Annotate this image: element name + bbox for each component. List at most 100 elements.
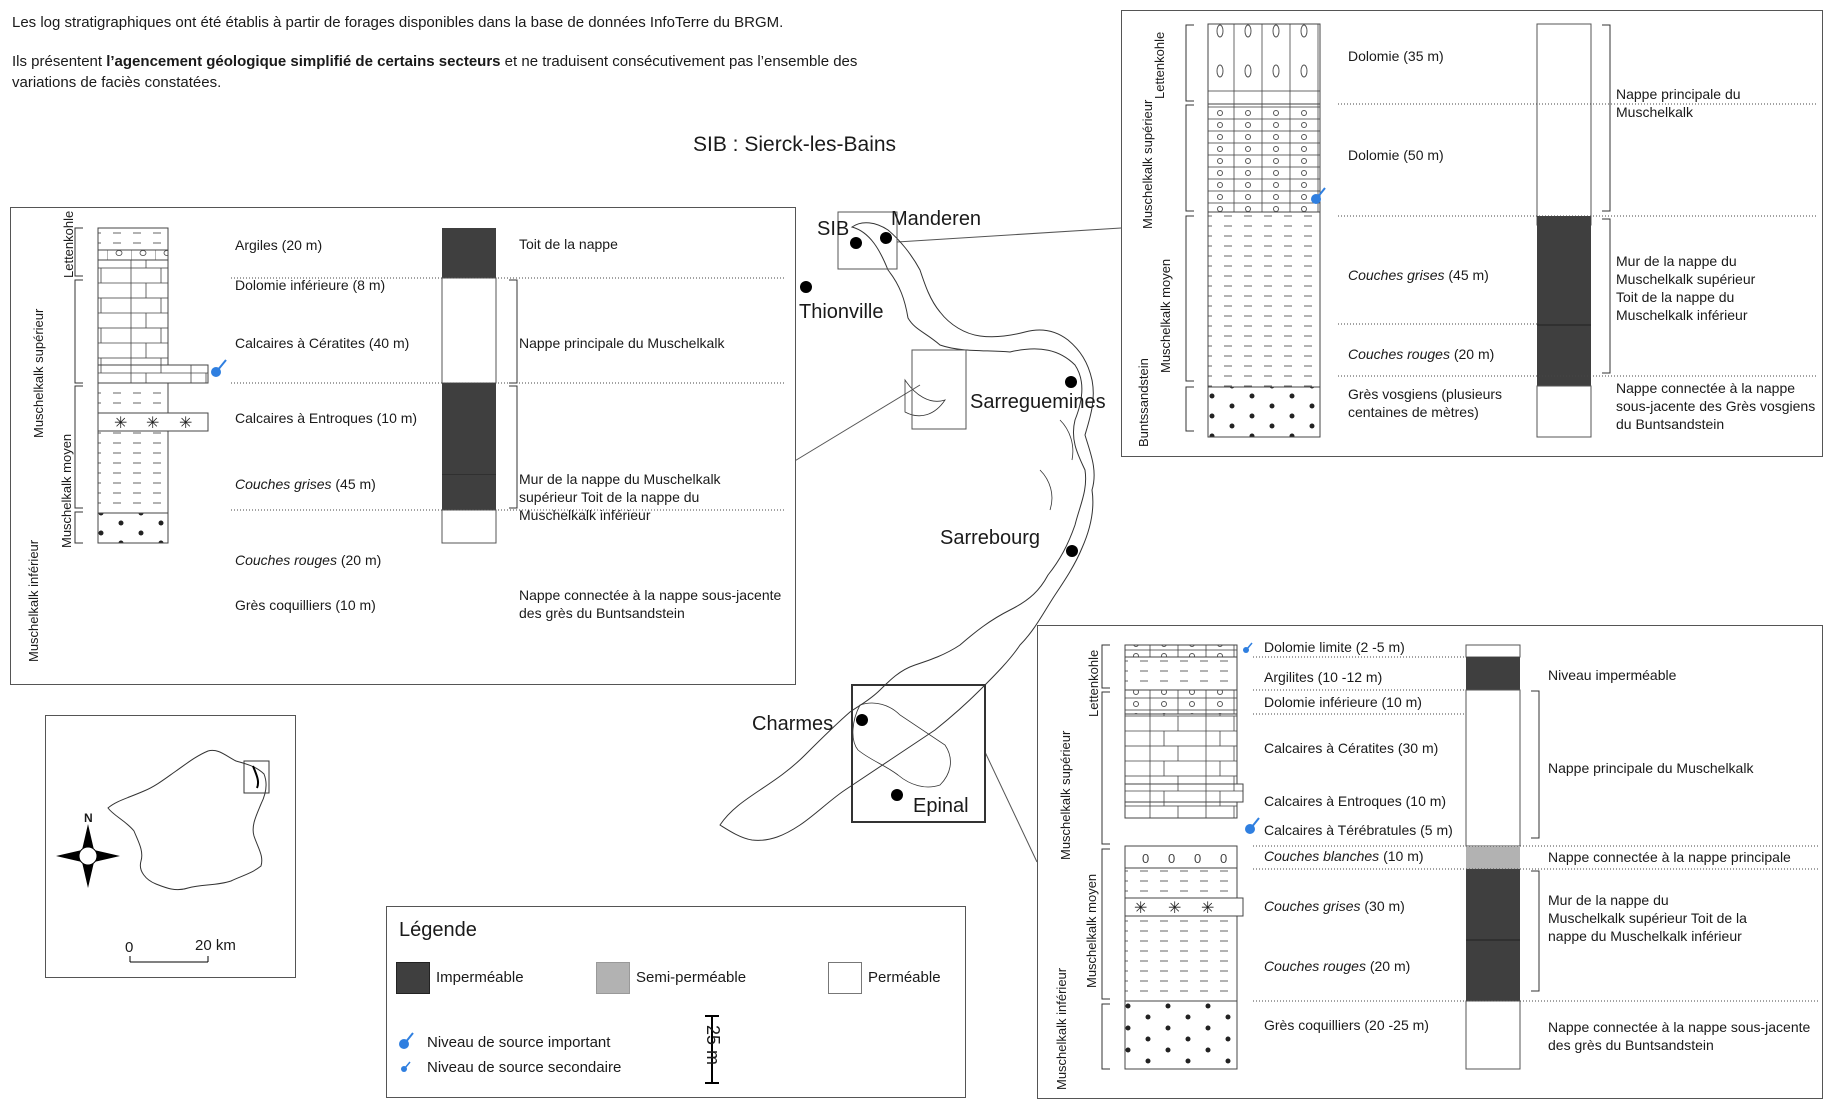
layer-gres-vosgiens [1207, 386, 1321, 438]
layer-label-italic: Couches grises [1348, 267, 1445, 283]
outcrop-outline [719, 222, 1095, 841]
layer-label: Couches rouges (20 m) [1264, 958, 1410, 974]
city-dot-sarrebourg [1066, 545, 1078, 557]
group-muschelkalk-moyen-br: Muschelkalk moyen [1084, 873, 1099, 988]
zoom-box-sierck [837, 211, 898, 270]
city-label-manderen: Manderen [891, 208, 982, 230]
intro-text: Les log stratigraphiques ont été établis… [12, 12, 912, 111]
desc-label: Nappe connectée à la nappe sous-jacente … [1548, 1019, 1811, 1053]
perm-permeable-limite [1465, 644, 1521, 658]
layer-dolomie-limite [1124, 644, 1238, 658]
outcrop-detail [852, 378, 1074, 788]
layer-label: Couches blanches (10 m) [1264, 848, 1424, 864]
layer-calcaires-entroques [97, 364, 209, 384]
city-label-sarreguemines: Sarreguemines [970, 391, 1106, 413]
group-muschelkalk-inferieur-left: Muschelkalk inférieur [26, 539, 41, 662]
perm-impermeable [1537, 216, 1591, 386]
desc-label: Nappe connectée à la nappe sous-jacente … [1616, 380, 1816, 432]
scale-distance-label: 20 km [195, 937, 236, 954]
city-dot-epinal [891, 789, 903, 801]
layer-label: Dolomie inférieure (8 m) [235, 277, 386, 293]
layer-dolomie-inferieure-br [1124, 689, 1238, 715]
intro-line-2-pre: Ils présentent [12, 53, 107, 70]
layer-label: Argiles (20 m) [235, 237, 323, 253]
legend-swatch-impermeable [396, 962, 430, 994]
compass-north-label: N [84, 811, 93, 825]
perm-impermeable-rouges [442, 475, 496, 510]
group-buntssandstein-tr: Buntssandstein [1136, 358, 1151, 447]
layer-label: Calcaires à Entroques (10 m) [235, 410, 418, 426]
desc-label: Nappe principale du Muschelkalk [1616, 86, 1741, 120]
desc-label: Mur de la nappe du Muschelkalk supérieur… [1616, 253, 1756, 323]
connector-line-left [792, 384, 921, 463]
intro-line-1: Les log stratigraphiques ont été établis… [12, 14, 784, 31]
legend-box: Légende Imperméable Semi-perméable Permé… [386, 906, 966, 1098]
group-lettenkohle-left: Lettenkohle [61, 210, 76, 278]
legend-icons [399, 1015, 719, 1084]
layer-label: Grès coquilliers (10 m) [235, 597, 376, 613]
group-muschelkalk-superieur-tr: Muschelkalk supérieur [1140, 99, 1155, 229]
log-panel-left: ✳✳✳ Lettenkohle Muschelkalk supérieur Mu… [10, 207, 796, 685]
zoom-box-epinal [851, 684, 986, 823]
layer-label-suffix: (45 m) [331, 476, 376, 492]
svg-text:0: 0 [1194, 851, 1201, 866]
city-dot-sarreguemines [1065, 376, 1077, 388]
perm-permeable-bottom [441, 509, 497, 544]
layer-label: Couches rouges (20 m) [235, 552, 381, 568]
layer-couches-rouges-br [1124, 915, 1238, 1002]
log-panel-top-right: Lettenkohle Muschelkalk supérieur Musche… [1121, 10, 1823, 457]
layer-calcaires-ceratites [97, 259, 169, 366]
layer-label-suffix: (10 m) [1379, 848, 1424, 864]
layer-label-italic: Couches rouges [1348, 346, 1450, 362]
svg-text:✳: ✳ [114, 415, 127, 432]
legend-label-permeable: Perméable [868, 969, 941, 986]
legend-scale-label: 25 m [703, 1025, 723, 1066]
perm-impermeable-br [1466, 869, 1520, 1001]
layer-label: Argilites (10 -12 m) [1264, 669, 1383, 685]
layer-argiles [97, 227, 169, 251]
legend-title: Légende [399, 919, 477, 941]
group-muschelkalk-inferieur-br: Muschelkalk inférieur [1054, 967, 1069, 1090]
legend-swatch-permeable [828, 962, 862, 994]
france-inset: N 0 20 km [45, 715, 296, 978]
zoom-box-sarreguemines [911, 349, 967, 430]
svg-text:✳: ✳ [1201, 900, 1214, 917]
city-dot-charmes [856, 714, 868, 726]
layer-label: Couches grises (45 m) [235, 476, 376, 492]
layer-couches-rouges [97, 430, 169, 514]
layer-gres-coquilliers [97, 512, 169, 544]
layer-dolomie-50 [1207, 103, 1321, 213]
legend-label-semi-permeable: Semi-perméable [636, 969, 747, 986]
layer-label: Calcaires à Cératites (40 m) [235, 335, 410, 351]
layer-label-italic: Couches blanches [1264, 848, 1380, 864]
svg-text:0: 0 [1168, 851, 1175, 866]
perm-impermeable-argilites [1466, 657, 1520, 690]
desc-label: Toit de la nappe [519, 236, 618, 252]
perm-impermeable-top [442, 228, 496, 278]
layer-calcaires-terebratules [1124, 801, 1238, 819]
desc-label: Nappe connectée à la nappe principale [1548, 849, 1791, 865]
city-dot-sib [850, 237, 862, 249]
perm-permeable-bottom-br [1465, 1000, 1521, 1070]
layer-gres-coquilliers-br [1124, 1000, 1238, 1070]
city-dot-thionville [800, 281, 812, 293]
perm-permeable-main [441, 277, 497, 384]
group-lettenkohle-tr: Lettenkohle [1152, 31, 1167, 99]
desc-label: Niveau imperméable [1548, 667, 1677, 683]
legend-source-major-label: Niveau de source important [427, 1034, 611, 1051]
compass-icon [56, 824, 120, 888]
layer-label: Dolomie (50 m) [1348, 147, 1444, 163]
layer-label-italic: Couches grises [235, 476, 332, 492]
france-zoom-box [243, 760, 270, 794]
group-muschelkalk-superieur-left: Muschelkalk supérieur [31, 308, 46, 438]
layer-label: Couches rouges (20 m) [1348, 346, 1494, 362]
city-label-epinal: Epinal [913, 795, 969, 817]
perm-impermeable-mid [442, 383, 496, 475]
desc-label: Nappe principale du Muschelkalk [1548, 760, 1754, 776]
layer-label-suffix: (20 m) [336, 552, 382, 568]
layer-label-suffix: (30 m) [1360, 898, 1405, 914]
france-map [56, 749, 270, 963]
layer-dolomie-inferieure [97, 249, 169, 261]
